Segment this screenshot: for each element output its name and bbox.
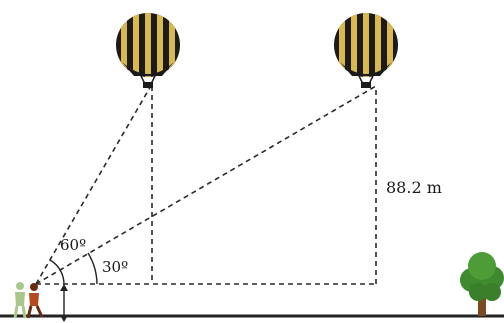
- angle-arc-30: [87, 252, 98, 285]
- height-label: 88.2 m: [386, 178, 442, 197]
- angle-label-60: 60º: [60, 236, 86, 254]
- hot-air-balloon-icon: [116, 13, 180, 88]
- angle-label-30: 30º: [102, 258, 128, 276]
- sight-line-60: [35, 83, 153, 285]
- person-icon: [13, 282, 44, 319]
- tree-icon: [460, 252, 504, 316]
- sight-line-30: [35, 85, 377, 285]
- angle-arc-60: [49, 259, 65, 285]
- hot-air-balloon-icon: [334, 13, 398, 88]
- eye-height-marker: [60, 284, 68, 322]
